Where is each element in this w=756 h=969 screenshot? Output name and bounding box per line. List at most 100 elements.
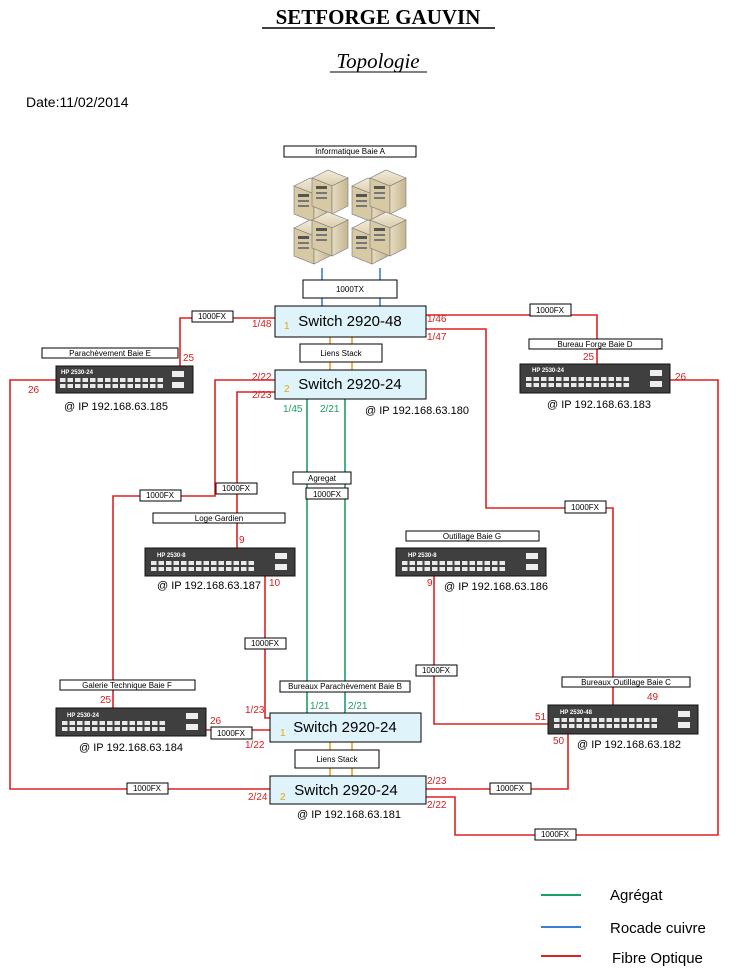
ethernet-port <box>62 721 68 725</box>
ethernet-port <box>614 718 620 722</box>
bureaux-switch-1[interactable]: 1 Switch 2920-24 <box>269 712 422 743</box>
ethernet-port <box>211 561 217 565</box>
fx-label: 1000FX <box>251 639 280 648</box>
fibre-bureaux-to-d <box>426 379 719 836</box>
sfp-port <box>650 370 662 376</box>
fx-label-box <box>191 310 234 323</box>
fx-label: 1000FX <box>222 484 251 493</box>
core-switch-1[interactable]: 1 Switch 2920-48 <box>274 305 427 338</box>
ethernet-port <box>211 567 217 571</box>
switch-baie-e[interactable]: Parachèvement Baie E HP 2530-24 @ IP 192… <box>41 347 194 413</box>
ethernet-port <box>129 727 135 731</box>
ethernet-port <box>196 561 202 565</box>
sfp-port <box>678 711 690 717</box>
fx-label: 1000FX <box>496 784 525 793</box>
site-label-box <box>152 512 286 524</box>
hp-model: HP 2530-8 <box>157 553 186 559</box>
ethernet-port <box>462 561 468 565</box>
ethernet-port <box>606 724 612 728</box>
ethernet-port <box>561 724 567 728</box>
ethernet-port <box>526 383 532 387</box>
ethernet-port <box>608 377 614 381</box>
fx-labels: 1000FX 1000FX 1000FX 1000FX 1000FX 1000F… <box>126 303 607 841</box>
ethernet-port <box>533 377 539 381</box>
switch-loge-gardien[interactable]: Loge Gardien HP 2530-8 @ IP 192.168.63.1… <box>144 512 296 592</box>
site-label: Outillage Baie G <box>443 532 501 541</box>
ethernet-port <box>166 561 172 565</box>
ethernet-port <box>616 383 622 387</box>
ethernet-port <box>144 727 150 731</box>
ethernet-port <box>599 724 605 728</box>
ethernet-port <box>584 724 590 728</box>
ethernet-port <box>629 724 635 728</box>
fx-label: 1000FX <box>536 306 565 315</box>
ethernet-port <box>120 384 126 388</box>
ethernet-port <box>417 567 423 571</box>
ethernet-port <box>576 718 582 722</box>
switch-ports <box>60 378 163 388</box>
ethernet-port <box>651 724 657 728</box>
switch-baie-f[interactable]: Galerie Technique Baie F HP 2530-24 @ IP… <box>55 679 207 754</box>
ethernet-port <box>157 378 163 382</box>
ethernet-port <box>623 377 629 381</box>
switch-baie-c[interactable]: Bureaux Outillage Baie C HP 2530-48 @ IP… <box>547 676 699 751</box>
port-label: 2/22 <box>427 800 447 811</box>
ethernet-port <box>97 384 103 388</box>
site-label: Bureau Forge Baie D <box>557 340 632 349</box>
ethernet-port <box>424 561 430 565</box>
ethernet-port <box>82 384 88 388</box>
hp-model: HP 2530-24 <box>532 368 565 374</box>
core-switch-1-box <box>274 305 427 338</box>
ethernet-port <box>151 561 157 565</box>
ethernet-port <box>135 378 141 382</box>
site-ip: @ IP 192.168.63.182 <box>577 739 681 751</box>
port-label: 1/46 <box>427 314 447 325</box>
port-label: 1/47 <box>427 332 447 343</box>
ethernet-port <box>158 567 164 571</box>
ethernet-port <box>159 727 165 731</box>
switch-name: Switch 2920-24 <box>294 782 397 799</box>
switch-baie-d[interactable]: Bureau Forge Baie D HP 2530-24 @ IP 192.… <box>519 338 671 411</box>
stack-number: 2 <box>284 384 290 395</box>
ethernet-port <box>462 567 468 571</box>
ethernet-port <box>576 724 582 728</box>
site-ip: @ IP 192.168.63.187 <box>157 580 261 592</box>
ethernet-port <box>127 384 133 388</box>
ethernet-port <box>151 567 157 571</box>
ethernet-port <box>159 721 165 725</box>
ethernet-port <box>439 561 445 565</box>
port-label: 2/21 <box>348 701 368 712</box>
ethernet-port <box>150 378 156 382</box>
site-label: Bureaux Outillage Baie C <box>581 678 671 687</box>
ethernet-port <box>62 727 68 731</box>
hp-model: HP 2530-8 <box>408 553 437 559</box>
ethernet-port <box>82 378 88 382</box>
ethernet-port <box>608 383 614 387</box>
servers-link-label-box <box>302 279 398 299</box>
sfp-port <box>186 713 198 719</box>
switch-name: Switch 2920-24 <box>298 376 401 393</box>
ethernet-port <box>402 567 408 571</box>
legend-label: Rocade cuivre <box>610 920 706 937</box>
ethernet-port <box>636 718 642 722</box>
ethernet-port <box>417 561 423 565</box>
ethernet-port <box>606 718 612 722</box>
fibre-g-to-c <box>433 576 548 725</box>
ethernet-port <box>122 727 128 731</box>
ethernet-port <box>142 378 148 382</box>
core-switch-2[interactable]: 2 Switch 2920-24 <box>274 369 427 400</box>
ethernet-port <box>402 561 408 565</box>
ethernet-port <box>75 378 81 382</box>
ethernet-port <box>99 721 105 725</box>
switch-baie-g[interactable]: Outillage Baie G HP 2530-8 @ IP 192.168.… <box>395 530 548 593</box>
fibre-loge-to-bureaux <box>264 576 270 719</box>
site-label: Loge Gardien <box>195 514 243 523</box>
ethernet-port <box>188 561 194 565</box>
ethernet-port <box>477 567 483 571</box>
ethernet-port <box>90 384 96 388</box>
ethernet-port <box>158 561 164 565</box>
server-icon <box>311 169 349 215</box>
bureaux-switch-2[interactable]: 2 Switch 2920-24 <box>269 775 427 805</box>
ethernet-port <box>569 724 575 728</box>
servers-label-box <box>283 145 417 158</box>
